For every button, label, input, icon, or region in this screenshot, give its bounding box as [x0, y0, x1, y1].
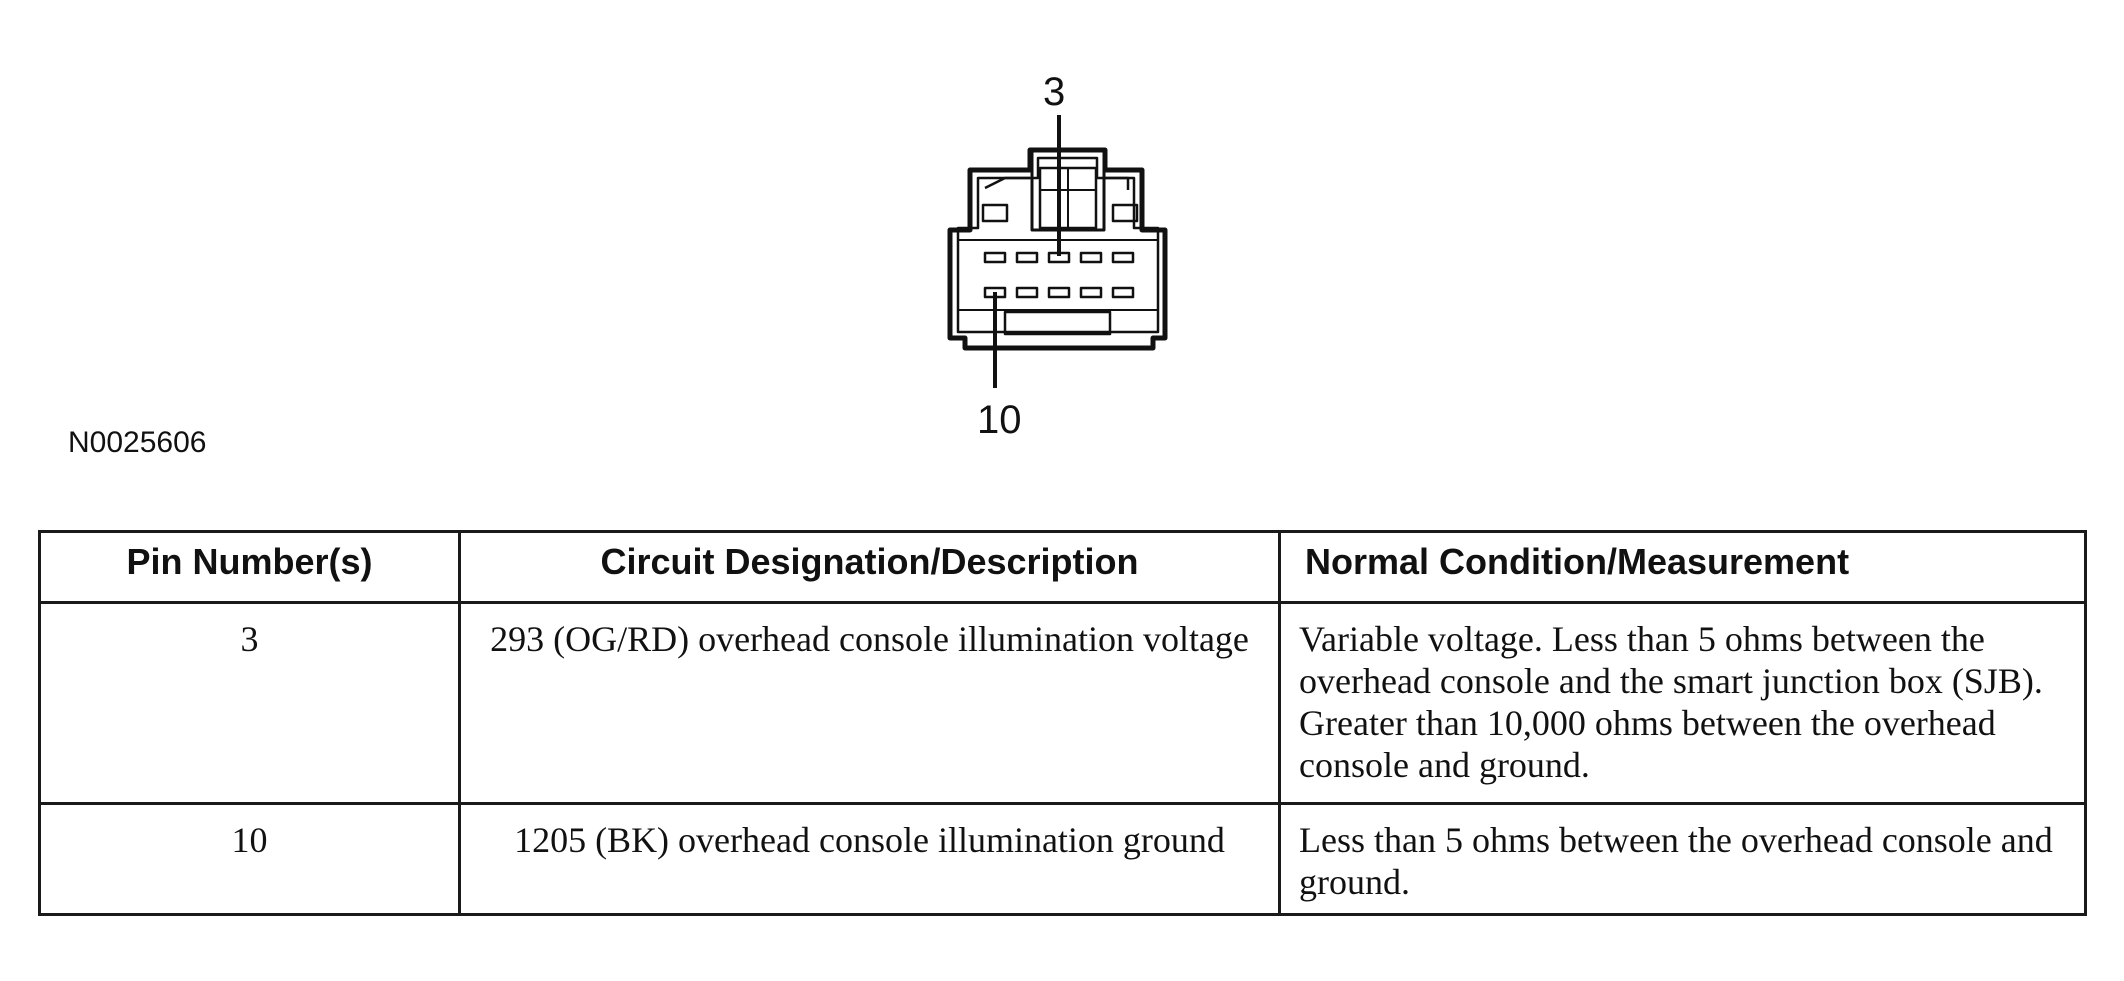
pin-cavity [1047, 286, 1071, 299]
header-normal-condition: Normal Condition/Measurement [1278, 530, 2087, 604]
condition-cell: Variable voltage. Less than 5 ohms betwe… [1278, 601, 2087, 805]
right-ramp [1105, 176, 1130, 190]
pin-number-cell: 10 [38, 802, 461, 916]
lower-pin-row [983, 286, 1135, 299]
pin-cavity [1015, 251, 1039, 264]
pin-cavity [1079, 251, 1103, 264]
pin-cavity [983, 251, 1007, 264]
table-header-row: Pin Number(s) Circuit Designation/Descri… [38, 530, 2087, 604]
latch-housing [1030, 148, 1106, 232]
left-window [981, 203, 1009, 223]
connector-diagram [947, 115, 1168, 388]
callout-pin-10: 10 [977, 398, 1022, 442]
callout-pin-3: 3 [1043, 70, 1066, 114]
connector-outline [947, 147, 1168, 351]
pin-cavity [1111, 286, 1135, 299]
pin-number-cell: 3 [38, 601, 461, 805]
circuit-cell: 293 (OG/RD) overhead console illuminatio… [458, 601, 1281, 805]
connector-inner-outline [956, 156, 1160, 334]
table-row: 10 1205 (BK) overhead console illuminati… [38, 802, 2087, 916]
pin-cavity [1111, 251, 1135, 264]
figure-id: N0025606 [68, 426, 207, 459]
bottom-key [1003, 310, 1112, 336]
table-row: 3 293 (OG/RD) overhead console illuminat… [38, 601, 2087, 805]
circuit-cell: 1205 (BK) overhead console illumination … [458, 802, 1281, 916]
pin-cavity [1015, 286, 1039, 299]
condition-cell: Less than 5 ohms between the overhead co… [1278, 802, 2087, 916]
pin-table: Pin Number(s) Circuit Designation/Descri… [38, 530, 2087, 916]
right-window [1111, 203, 1139, 223]
header-pin-numbers: Pin Number(s) [38, 530, 461, 604]
left-ramp [984, 176, 1030, 190]
header-circuit-designation: Circuit Designation/Description [458, 530, 1281, 604]
pin-cavity [1079, 286, 1103, 299]
